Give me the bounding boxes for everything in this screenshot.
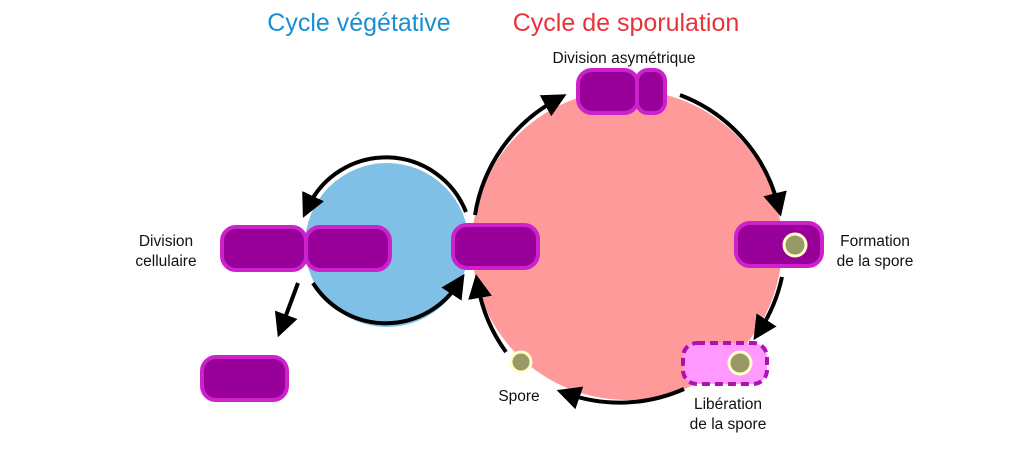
dividing-cell-left [220, 225, 308, 272]
label-division-cellulaire-2: cellulaire [135, 253, 196, 270]
free-spore [509, 350, 533, 374]
arrow-to-spore-formation [679, 93, 787, 217]
asymmetric-mother-cell [576, 68, 640, 115]
asymmetric-forespore [635, 68, 667, 115]
arrow-to-spore-release [753, 276, 784, 341]
dividing-cell-right [304, 225, 392, 272]
label-division-asymetrique: Division asymétrique [553, 50, 696, 67]
daughter-cell [200, 355, 289, 402]
label-formation-2: de la spore [837, 253, 914, 270]
label-liberation-2: de la spore [690, 416, 767, 433]
arrow-to-asymmetric-division [473, 94, 567, 216]
arrow-spore-to-cell [468, 274, 508, 354]
arrow-vegetative-bottom [311, 273, 465, 326]
arrow-division-release [274, 282, 300, 338]
sporulation-cycle-circle [472, 90, 782, 400]
sporulation-cycle-title: Cycle de sporulation [513, 9, 740, 37]
label-liberation-1: Libération [694, 396, 762, 413]
central-cell [451, 223, 540, 270]
label-division-cellulaire-1: Division [139, 233, 193, 250]
sporulating-cell [734, 221, 824, 268]
lysing-cell [681, 341, 769, 386]
vegetative-cycle-title: Cycle végétative [267, 9, 450, 37]
released-spore [727, 350, 753, 376]
arrow-vegetative-top [302, 155, 468, 218]
forming-spore [782, 232, 808, 258]
arrow-to-spore [556, 386, 685, 410]
label-formation-1: Formation [840, 233, 910, 250]
label-spore: Spore [498, 388, 539, 405]
